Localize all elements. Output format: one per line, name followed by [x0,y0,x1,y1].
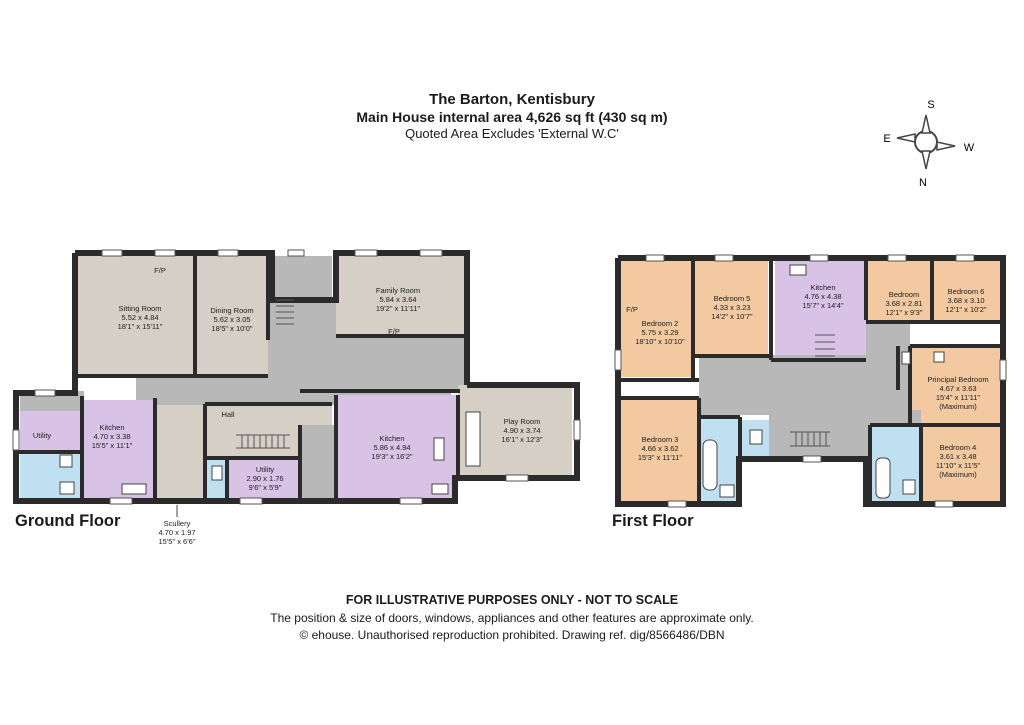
compass-n: N [919,177,927,189]
ground-room-name: Kitchen [379,434,404,443]
first-room-metric: 4.76 x 4.38 [804,292,841,301]
ground-room-name: Play Room [504,417,541,426]
first-floor-plan: F/P Bedroom 2 5.75 x 3.29 18'10" x 10'10… [614,254,1007,508]
ground-room-metric: 4.90 x 3.74 [503,426,540,435]
ground-room-metric: 4.70 x 3.38 [93,432,130,441]
first-room-name: Bedroom 4 [940,443,977,452]
ground-room-metric: 2.90 x 1.76 [246,474,283,483]
ground-room-imperial: 18'5" x 10'0" [211,324,252,333]
disclaimer: FOR ILLUSTRATIVE PURPOSES ONLY - NOT TO … [345,593,679,607]
ground-room-imperial: 9'6" x 5'9" [249,483,282,492]
ground-room-metric: 5.86 x 4.94 [373,443,410,452]
ground-room-name: Utility [33,431,52,440]
ground-room-metric: 5.52 x 4.84 [121,313,158,322]
first-room-name: Bedroom 3 [642,435,679,444]
first-room-metric: 3.68 x 2.81 [885,299,922,308]
ground-floor-label: Ground Floor [15,512,121,530]
plan-area-note: Quoted Area Excludes 'External W.C' [405,126,619,141]
compass-w: W [964,142,975,154]
ground-room-name: Utility [256,465,275,474]
ground-room-name: Scullery [164,519,191,528]
ground-room-name: Dining Room [210,306,253,315]
first-room-metric: 4.66 x 3.62 [641,444,678,453]
ground-room-imperial: 18'1" x 15'11" [118,322,163,331]
ground-room-imperial: 15'5" x 11'1" [92,441,133,450]
first-room-imperial: 12'1" x 10'2" [945,305,986,314]
first-room-name: Bedroom 5 [714,294,751,303]
ground-room-name: Family Room [376,286,420,295]
compass-icon: S E W N [883,99,974,189]
first-fp: F/P [626,305,638,314]
ground-room-name: Sitting Room [119,304,162,313]
first-room-name: Kitchen [810,283,835,292]
first-room-imperial: 11'10" x 11'5" [936,461,981,470]
ground-room-metric: 4.70 x 1.97 [158,528,195,537]
first-room-imperial: 12'1" x 9'3" [886,308,923,317]
ground-room-name: Hall [222,410,235,419]
first-room-name: Principal Bedroom [927,375,988,384]
first-room-metric: 3.61 x 3.48 [939,452,976,461]
ground-room-imperial: 16'1" x 12'3" [501,435,542,444]
ground-room-metric: 5.84 x 3.64 [379,295,416,304]
first-room-extra: (Maximum) [939,402,977,411]
ground-fp-2: F/P [388,327,400,336]
first-room-metric: 3.68 x 3.10 [947,296,984,305]
plan-title: The Barton, Kentisbury [429,91,595,108]
approximation-note: The position & size of doors, windows, a… [270,611,754,625]
ground-room-imperial: 15'5" x 6'6" [159,537,196,546]
first-room-imperial: 15'3" x 11'11" [638,453,683,462]
first-room-imperial: 15'4" x 11'11" [936,393,981,402]
ground-fp-1: F/P [154,266,166,275]
copyright: © ehouse. Unauthorised reproduction proh… [299,628,725,642]
plan-area: Main House internal area 4,626 sq ft (43… [356,109,668,125]
first-room-imperial: 14'2" x 10'7" [711,312,752,321]
compass-e: E [883,133,890,145]
ground-room-metric: 5.62 x 3.05 [213,315,250,324]
first-room-metric: 4.67 x 3.63 [939,384,976,393]
compass-s: S [927,99,934,111]
first-room-metric: 4.33 x 3.23 [713,303,750,312]
first-room-name: Bedroom 2 [642,319,679,328]
first-room-imperial: 18'10" x 10'10" [635,337,685,346]
first-room-name: Bedroom 6 [948,287,985,296]
first-floor-label: First Floor [612,512,694,530]
ground-room-imperial: 19'3" x 16'2" [371,452,412,461]
first-room-metric: 5.75 x 3.29 [641,328,678,337]
ground-floor-plan: F/P F/P Sitting Room 5.52 x 4.84 18'1" x… [12,249,581,546]
first-room-extra: (Maximum) [939,470,977,479]
ground-room-imperial: 19'2" x 11'11" [376,304,421,313]
ground-room-name: Kitchen [99,423,124,432]
first-room-name: Bedroom [889,290,919,299]
first-room-imperial: 15'7" x 14'4" [802,301,843,310]
